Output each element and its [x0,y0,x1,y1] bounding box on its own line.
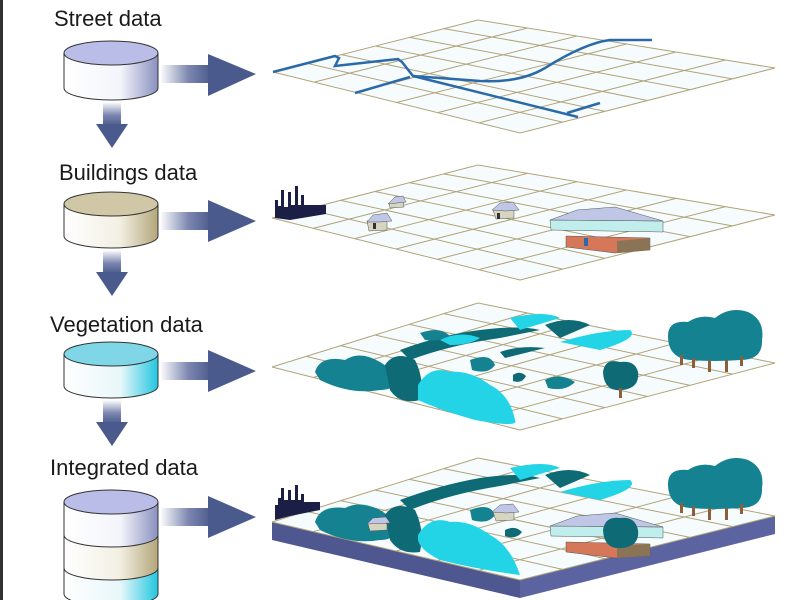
large-building-icon [549,206,664,254]
integrated-vegetation [315,464,632,575]
street-database-icon [63,40,159,101]
city-skyline-icon [275,186,326,220]
arrow-right-vegetation [160,350,256,392]
house-icon [387,195,407,209]
house-icon [366,212,393,232]
street-lines [272,38,652,119]
arrow-right-street [160,54,256,96]
arrow-right-integrated [160,496,256,538]
grid-line [478,352,726,420]
integrated-house-icon [366,516,391,532]
tree-cluster-icon [668,310,763,372]
buildings-database-icon [63,191,159,249]
integrated-large-building-icon [549,512,664,559]
label-buildings-data: Buildings data [59,160,198,185]
integrated-database-icon [63,489,159,600]
arrow-down-1 [96,102,128,148]
grid-line [519,362,776,431]
integrated-tree-cluster-icon [668,458,763,520]
integrated-base-block [272,458,775,598]
vegetation-database-icon [63,341,159,399]
label-street-data: Street data [54,6,162,31]
arrow-down-3 [96,400,128,446]
label-vegetation-data: Vegetation data [50,312,203,337]
integrated-city-skyline-icon [275,485,320,520]
grid-line [477,19,776,69]
vegetation-grid-plane [271,302,776,431]
left-border [0,0,3,600]
buildings-grid-plane [271,164,776,281]
vegetation-patches [315,314,632,424]
arrow-right-buildings [160,200,256,242]
grid-line [519,67,776,134]
grid-line [478,59,726,124]
integrated-house-icon [491,503,520,522]
tree-icon [603,361,639,398]
house-icon [491,201,520,220]
grid-line [477,164,776,216]
arrow-down-2 [96,250,128,296]
label-integrated-data: Integrated data [50,455,199,480]
grid-line [478,505,726,571]
